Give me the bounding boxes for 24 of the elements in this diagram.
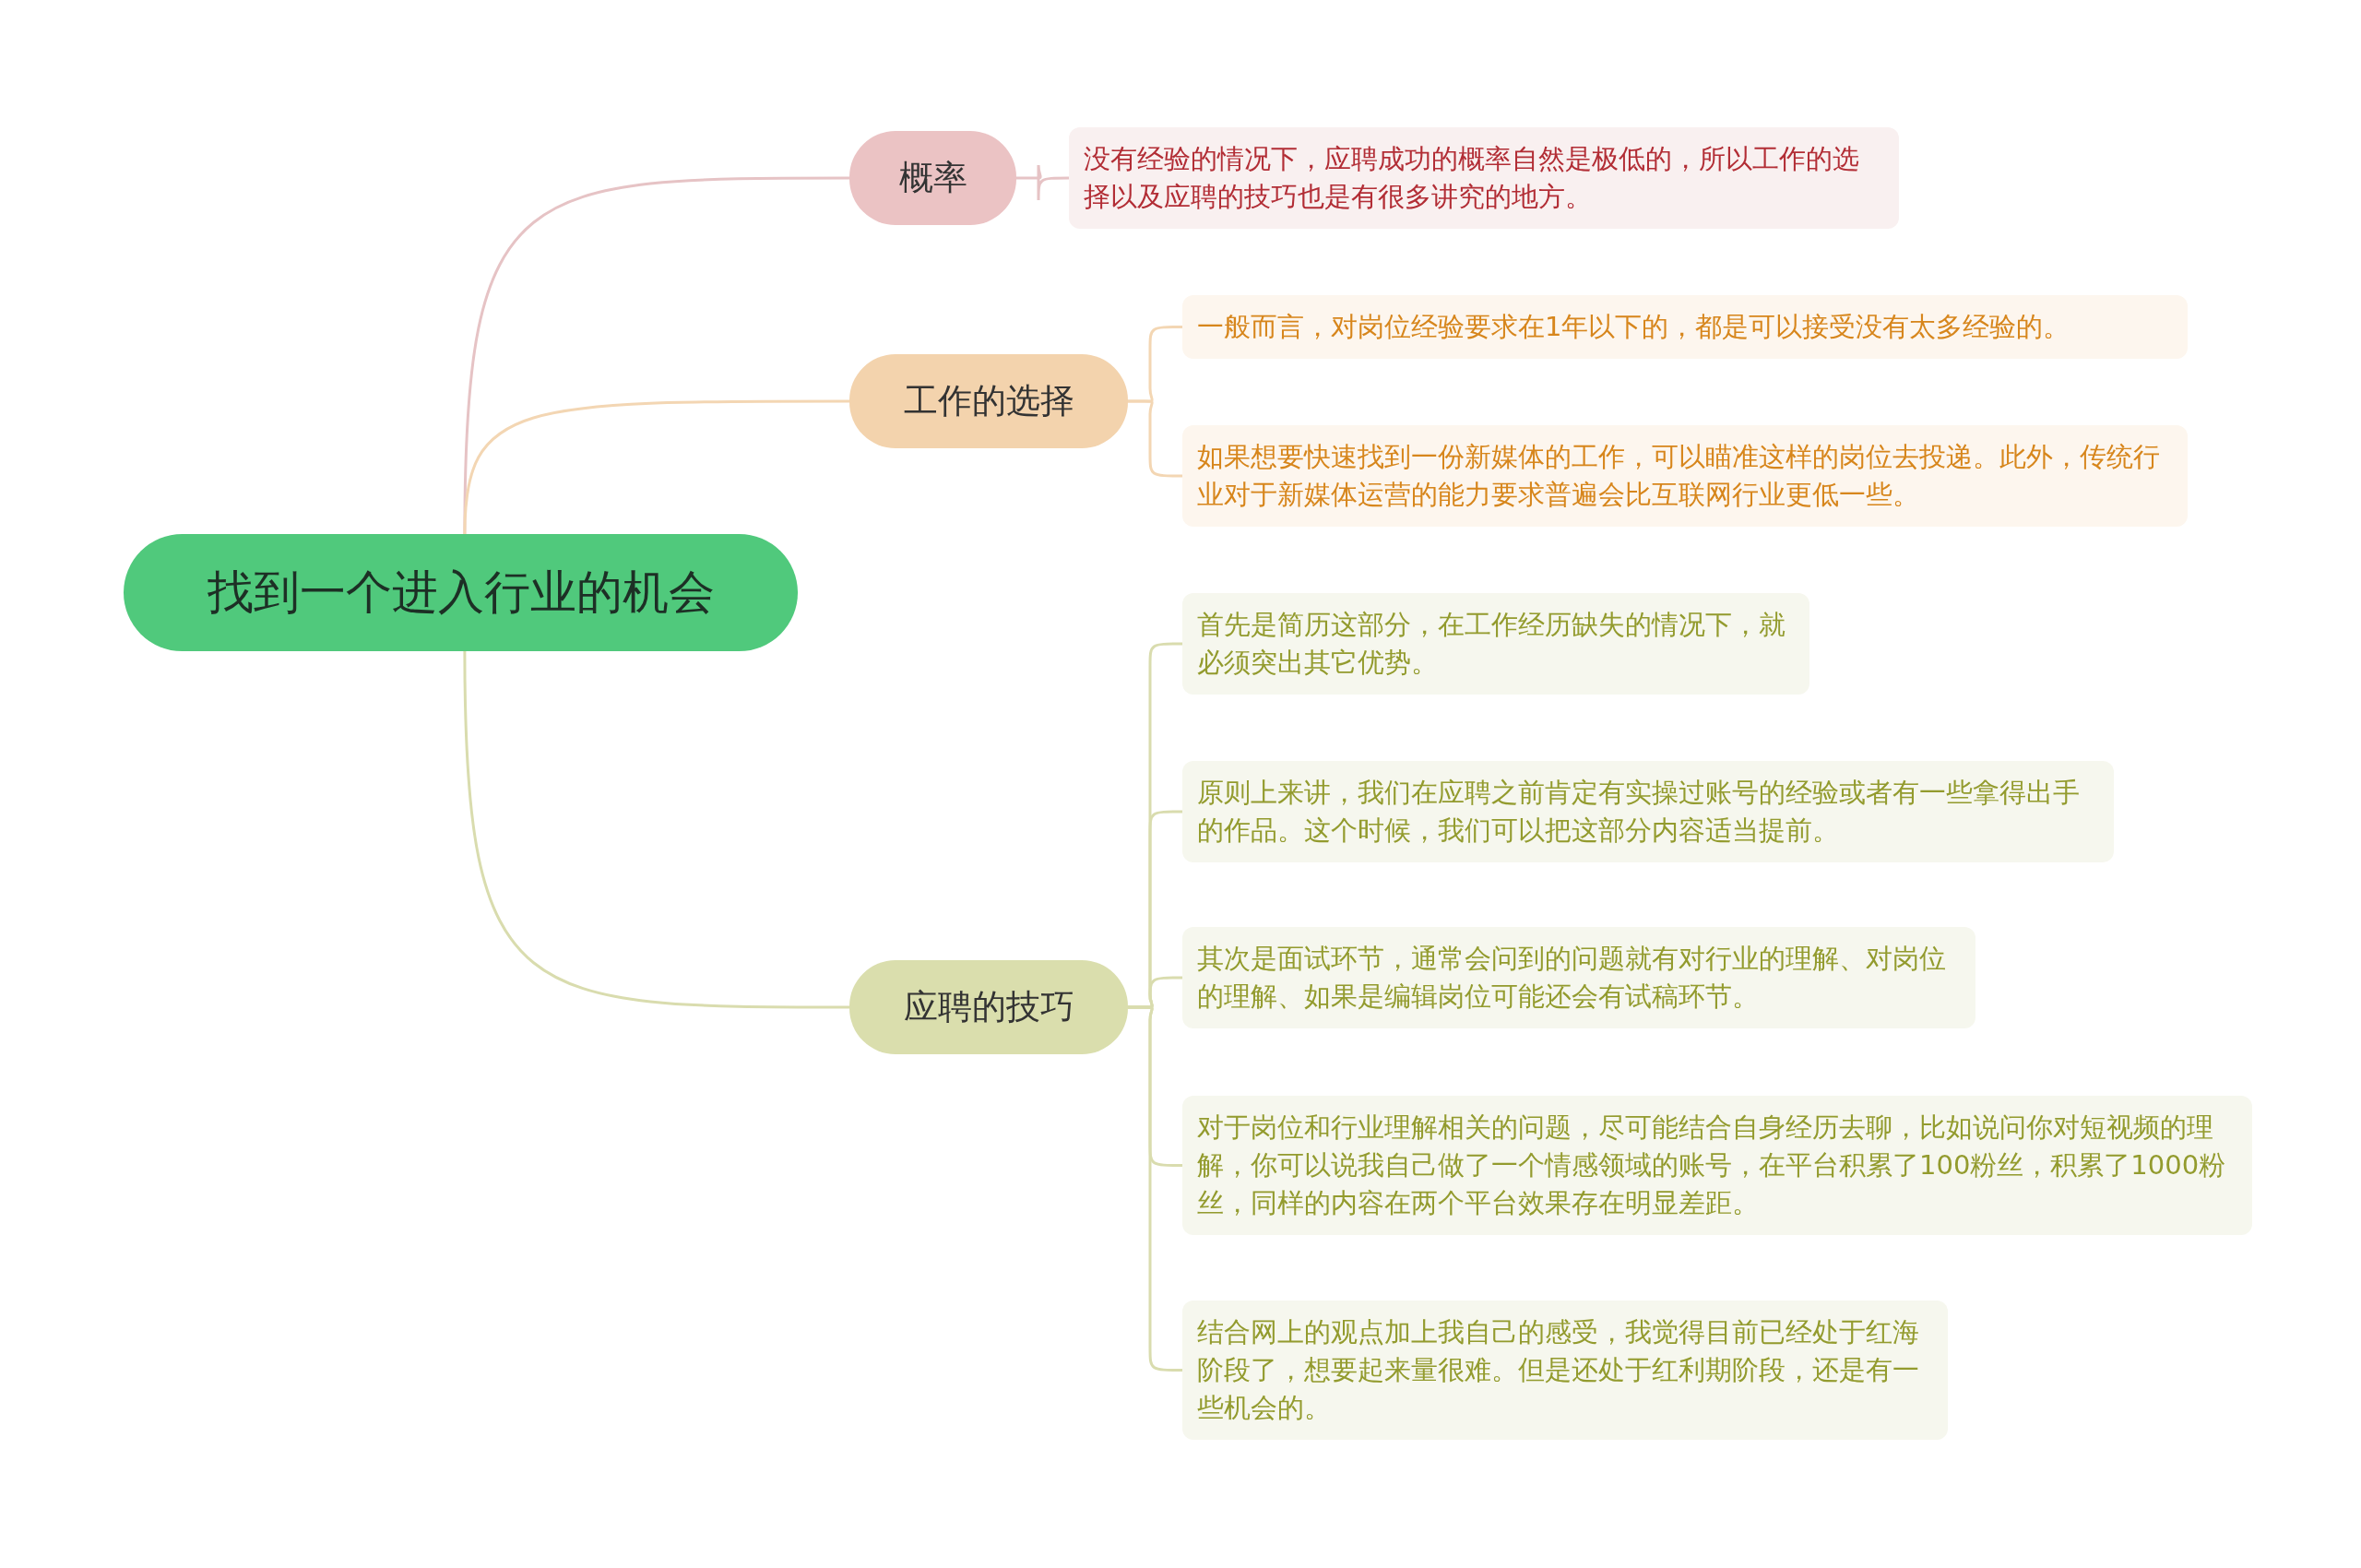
note-card [1182,1300,1948,1440]
topic-text: 一般而言，对岗位经验要求在1年以下的，都是可以接受没有太多经验的。 [1197,309,2071,344]
note-card [1182,1095,2252,1235]
topic-text: 其次是面试环节，通常会问到的问题就有对行业的理解、对岗位的理解、如果是编辑岗位可能还会有试稿环节。 [1197,942,1947,1014]
topic-text: 首先是简历这部分，在工作经历缺失的情况下，就必须突出其它优势。 [1197,608,1786,680]
connector-line [1128,399,1182,478]
topic-text: 结合网上的观点加上我自己的感受，我觉得目前已经处于红海阶段了，想要起来量很难。但是还处于红利期阶段，还是有一些机会的。 [1197,1314,1920,1425]
topic-text: 对于岗位和行业理解相关的问题，尽可能结合自身经历去聊，比如说问你对短视频的理解，你可以说我自己做了一个情感领域的账号，在平台积累了100粉丝，积累了1000粉丝，同样的内容在两个平台效果存在明显差距。 [1197,1110,2227,1220]
note-card [1182,294,2188,359]
note-card [1182,425,2188,527]
topic-text: 找到一个进入行业的机会 [206,564,716,621]
topic-text: 原则上来讲，我们在应聘之前肯定有实操过账号的经验或者有一些拿得出手的作品。这个时候，我们可以把这部分内容适当提前。 [1197,776,2081,848]
topic-text: 工作的选择 [902,380,1075,422]
topic-text: 没有经验的情况下，应聘成功的概率自然是极低的，所以工作的选择以及应聘的技巧也是有很多讲究的地方。 [1084,142,1860,214]
topic-text: 概率 [897,157,968,199]
note-card [1182,761,2114,862]
note-card [1182,927,1975,1028]
note-card [1069,127,1899,229]
topic-text: 应聘的技巧 [902,986,1075,1028]
topic-text: 如果想要快速找到一份新媒体的工作，可以瞄准这样的岗位去投递。此外，传统行业对于新媒体运营的能力要求普遍会比互联网行业更低一些。 [1197,440,2161,512]
connector-line [1016,163,1069,202]
connector-line [463,650,849,1009]
note-card [1182,593,1809,695]
connector-line [463,399,849,535]
